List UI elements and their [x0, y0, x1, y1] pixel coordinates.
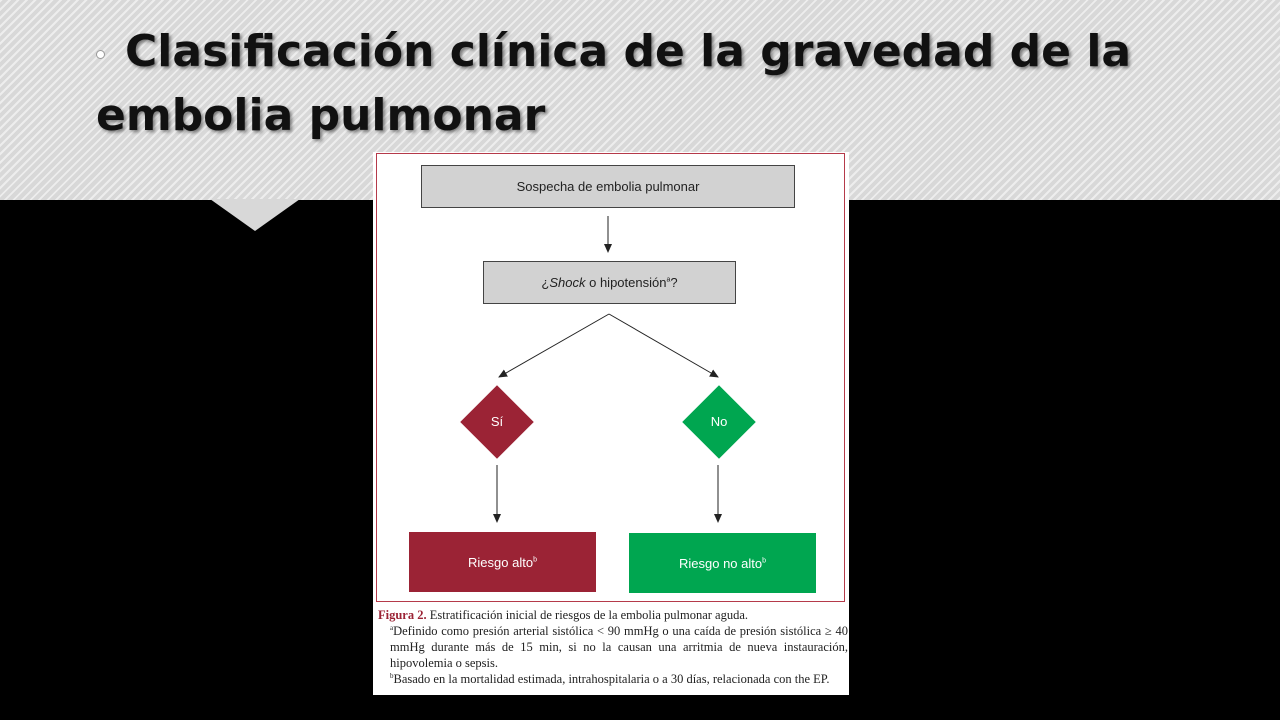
figure-frame [376, 153, 845, 602]
box-shock-question-label: ¿Shock o hipotensióna? [541, 275, 677, 290]
arrow-question-to-no [608, 313, 719, 378]
caption-note-b: bBasado en la mortalidad estimada, intra… [378, 671, 848, 687]
caption-text: Estratificación inicial de riesgos de la… [426, 608, 749, 622]
decision-no-label: No [710, 414, 728, 429]
note-b-marker: b [390, 671, 394, 680]
box-not-high-risk-label: Riesgo no altob [679, 556, 766, 571]
slide-title: Clasificación clínica de la gravedad de … [96, 20, 1216, 148]
caption-title: Figura 2. Estratificación inicial de rie… [378, 607, 848, 623]
slide-title-text: Clasificación clínica de la gravedad de … [96, 26, 1132, 141]
box-high-risk: Riesgo altob [409, 532, 596, 592]
not-high-risk-sup: b [762, 557, 767, 565]
note-a-text: Definido como presión arterial sistólica… [390, 624, 848, 670]
figure-panel: Sospecha de embolia pulmonar ¿Shock o hi… [373, 152, 849, 695]
slide-header-band [0, 0, 1280, 200]
box-shock-question: ¿Shock o hipotensióna? [483, 261, 736, 304]
high-risk-sup: b [533, 556, 537, 564]
question-sup: a [666, 276, 671, 284]
header-notch [210, 199, 300, 231]
bullet-icon [96, 49, 105, 59]
box-suspected-pe: Sospecha de embolia pulmonar [421, 165, 795, 208]
question-italic: Shock [549, 275, 586, 290]
note-b-text: Basado en la mortalidad estimada, intrah… [393, 672, 830, 686]
question-suffix: ? [670, 275, 678, 290]
arrow-question-to-yes [498, 313, 610, 378]
figure-caption: Figura 2. Estratificación inicial de rie… [378, 607, 848, 687]
not-high-risk-text: Riesgo no alto [678, 555, 763, 571]
flow-arrows [493, 216, 722, 523]
box-not-high-risk: Riesgo no altob [629, 533, 816, 593]
box-suspected-pe-label: Sospecha de embolia pulmonar [516, 179, 700, 194]
high-risk-text: Riesgo alto [468, 554, 534, 570]
box-high-risk-label: Riesgo altob [468, 555, 537, 570]
caption-label: Figura 2. [378, 608, 427, 622]
caption-note-a: aDefinido como presión arterial sistólic… [378, 623, 848, 671]
note-a-marker: a [390, 623, 394, 632]
decision-yes-label: Sí [490, 414, 504, 429]
question-prefix: ¿ [541, 275, 550, 290]
question-text: o hipotensión [585, 275, 667, 290]
